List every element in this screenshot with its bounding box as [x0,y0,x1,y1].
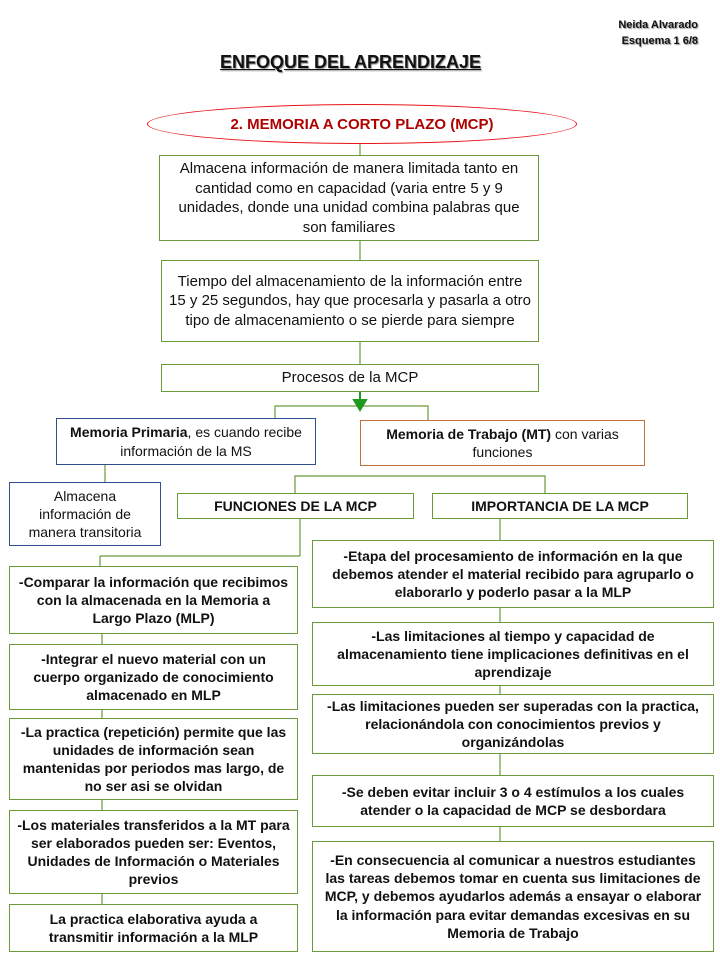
function-item-1: -Comparar la información que recibimos c… [9,566,298,634]
importance-item-2: -Las limitaciones al tiempo y capacidad … [312,622,714,686]
importance-header: IMPORTANCIA DE LA MCP [432,493,688,519]
transient-storage-box: Almacena información de manera transitor… [9,482,161,546]
function-item-3: -La practica (repetición) permite que la… [9,718,298,800]
importance-item-1: -Etapa del procesamiento de información … [312,540,714,608]
storage-time-box: Tiempo del almacenamiento de la informac… [161,260,539,342]
primary-memory-term: Memoria Primaria [70,424,188,441]
working-memory-box: Memoria de Trabajo (MT) con varias funci… [360,420,645,466]
primary-memory-desc: , es cuando recibe información de la MS [120,424,302,459]
function-item-5: La practica elaborativa ayuda a transmit… [9,904,298,952]
functions-header: FUNCIONES DE LA MCP [177,493,414,519]
importance-item-5: -En consecuencia al comunicar a nuestros… [312,841,714,952]
root-node-mcp: 2. MEMORIA A CORTO PLAZO (MCP) [147,104,577,144]
importance-item-3: -Las limitaciones pueden ser superadas c… [312,694,714,754]
author-name: Neida Alvarado [618,19,698,31]
page-title: ENFOQUE DEL APRENDIZAJE [220,52,482,72]
author-block: Neida Alvarado Esquema 1 6/8 [618,18,698,50]
processes-box: Procesos de la MCP [161,364,539,392]
definition-box: Almacena información de manera limitada … [159,155,539,241]
function-item-2: -Integrar el nuevo material con un cuerp… [9,644,298,710]
function-item-4: -Los materiales transferidos a la MT par… [9,810,298,894]
scheme-number: Esquema 1 6/8 [621,34,698,47]
working-memory-desc: con varias funciones [472,425,619,460]
primary-memory-box: Memoria Primaria, es cuando recibe infor… [56,418,316,465]
working-memory-term: Memoria de Trabajo (MT) [386,425,552,442]
importance-item-4: -Se deben evitar incluir 3 o 4 estímulos… [312,775,714,827]
